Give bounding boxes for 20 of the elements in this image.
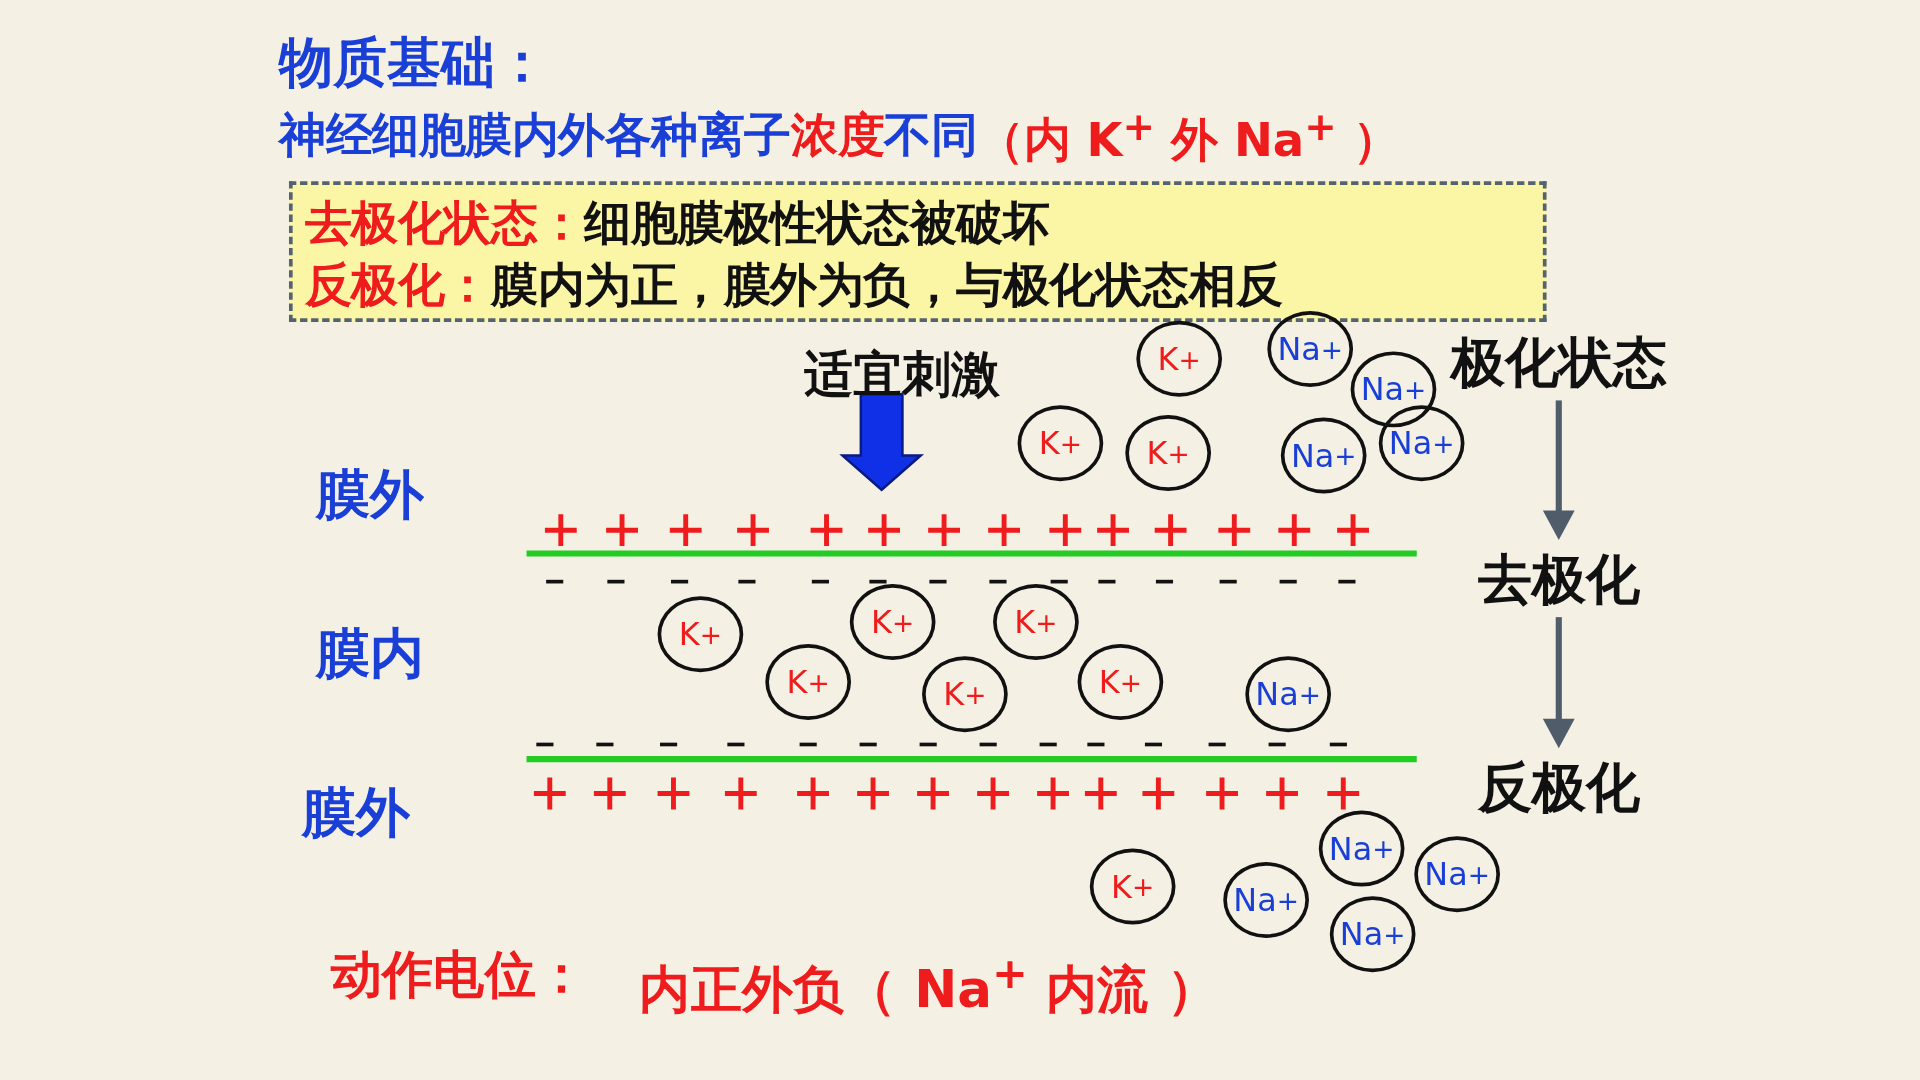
stimulus-label: 适宜刺激 [804, 344, 1001, 404]
arrow [1542, 617, 1575, 749]
term-heading: 反极化： [304, 258, 491, 313]
state-label: 极化状态 [1436, 328, 1682, 396]
state-label: 去极化 [1460, 544, 1657, 613]
intro-text: 浓度 [791, 106, 885, 164]
side-label: 膜外 [315, 461, 424, 528]
intro-text: 不同 [884, 106, 978, 164]
state-label: 反极化 [1460, 753, 1657, 821]
arrow [1542, 400, 1575, 540]
intro-text: 神经细胞膜内外各种离子 [279, 106, 791, 164]
title: 物质基础： [279, 29, 549, 96]
term-definition: 膜内为正，膜外为负，与极化状态相反 [491, 258, 1283, 313]
side-label: 膜内 [315, 621, 424, 687]
caption-heading: 动作电位： [330, 943, 588, 1007]
caption-text: 内正外负（ Na$^{+}$ 内流 ） [639, 949, 1218, 1021]
definition-box [289, 181, 1547, 323]
term-definition: 细胞膜极性状态被破坏 [584, 195, 1050, 250]
intro-text: （内 K$^{+}$ 外 Na$^{+}$ ） [977, 104, 1400, 170]
side-label: 膜外 [302, 780, 411, 846]
